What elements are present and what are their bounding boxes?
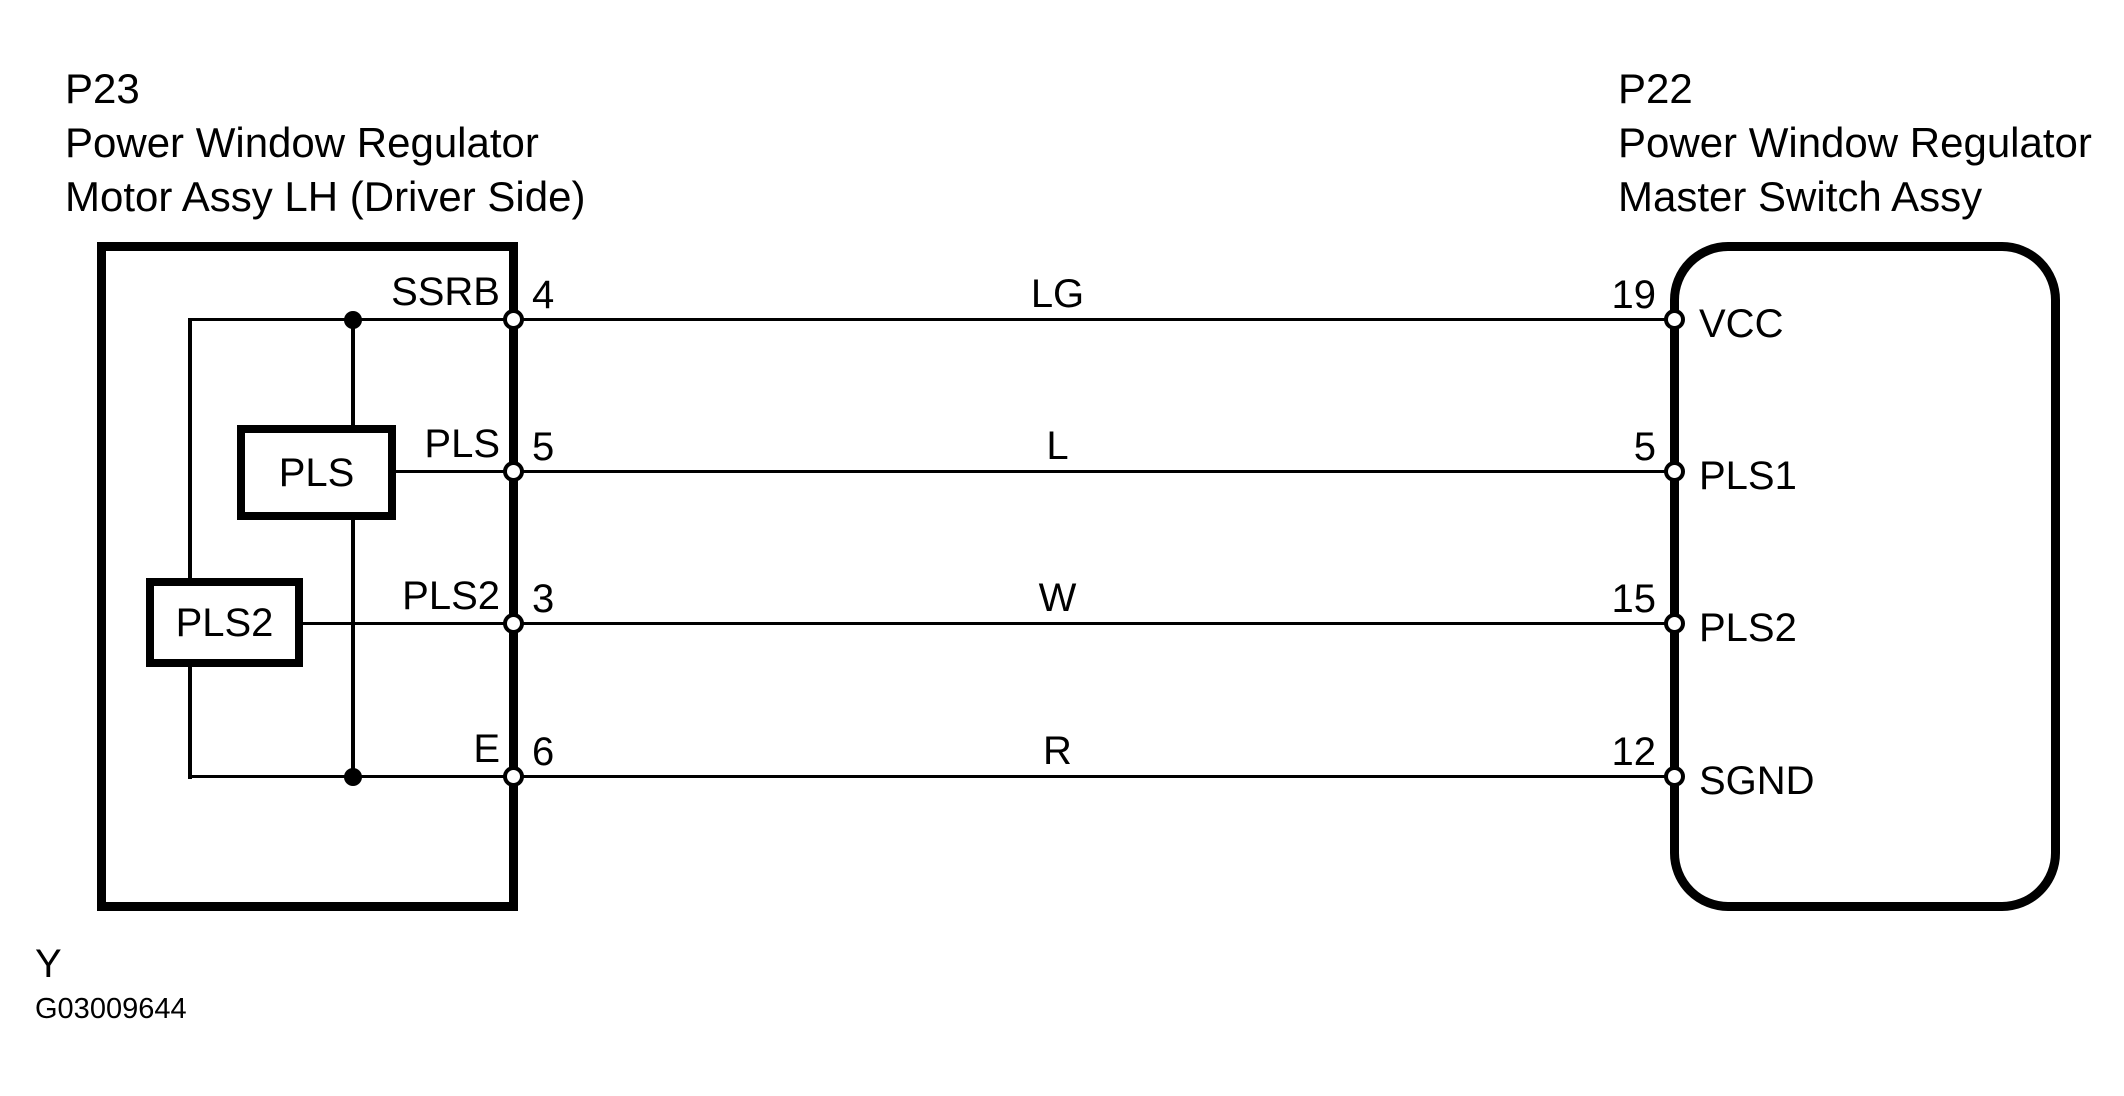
p23-connector-outline: [97, 242, 518, 911]
pin-circle-p23-5: [503, 461, 524, 482]
p22-connector-outline: [1670, 242, 2060, 911]
wire-color-l: L: [1046, 424, 1069, 468]
wire-color-r: R: [1043, 729, 1072, 773]
pin-circle-p22-19: [1664, 309, 1685, 330]
terminal-label-sgnd: SGND: [1699, 759, 1815, 803]
pls2-block: PLS2: [146, 578, 303, 667]
p23-connector-id: P23: [65, 65, 140, 112]
pin-number-p22-15: 15: [1611, 577, 1657, 621]
wire-ssrb-to-vcc: [188, 318, 1675, 321]
terminal-label-pls2-right: PLS2: [1699, 606, 1797, 650]
terminal-label-e: E: [473, 727, 500, 771]
pin-number-p22-12: 12: [1611, 730, 1657, 774]
wire-pls-to-pls1: [390, 470, 1675, 473]
terminal-label-ssrb: SSRB: [391, 270, 500, 314]
terminal-label-pls1: PLS1: [1699, 454, 1797, 498]
p22-name-line2: Master Switch Assy: [1618, 173, 1983, 220]
pin-number-p23-3: 3: [532, 577, 555, 621]
wire-color-w: W: [1038, 576, 1077, 620]
terminal-label-vcc: VCC: [1699, 302, 1784, 346]
pin-circle-p22-5: [1664, 461, 1685, 482]
p22-connector-id: P22: [1618, 65, 1693, 112]
wire-e-to-sgnd: [188, 775, 1675, 778]
pin-circle-p23-4: [503, 309, 524, 330]
pls-block: PLS: [237, 425, 396, 520]
footer-wire-color-note: Y: [35, 942, 62, 986]
pin-number-p22-19: 19: [1611, 273, 1657, 317]
junction-dot-e: [344, 768, 362, 786]
junction-dot-ssrb: [344, 311, 362, 329]
pin-circle-p23-6: [503, 766, 524, 787]
pin-number-p23-4: 4: [532, 273, 555, 317]
pin-circle-p22-12: [1664, 766, 1685, 787]
pin-number-p23-5: 5: [532, 425, 555, 469]
internal-wire-left: [188, 318, 192, 779]
wire-pls2-to-pls2: [297, 622, 1675, 625]
pin-number-p22-5: 5: [1633, 425, 1656, 469]
internal-wire-right: [351, 318, 355, 779]
pin-circle-p22-15: [1664, 613, 1685, 634]
wire-color-lg: LG: [1030, 272, 1085, 316]
p23-title-block: P23 Power Window Regulator Motor Assy LH…: [65, 62, 585, 224]
p23-name-line1: Power Window Regulator: [65, 119, 539, 166]
pls2-block-label: PLS2: [175, 600, 274, 645]
pls-block-label: PLS: [278, 450, 355, 495]
terminal-label-pls2: PLS2: [402, 574, 500, 618]
p22-name-line1: Power Window Regulator: [1618, 119, 2092, 166]
footer-figure-id: G03009644: [35, 993, 187, 1025]
pin-number-p23-6: 6: [532, 730, 555, 774]
p23-name-line2: Motor Assy LH (Driver Side): [65, 173, 586, 220]
terminal-label-pls: PLS: [424, 422, 500, 466]
p22-title-block: P22 Power Window Regulator Master Switch…: [1618, 62, 2092, 224]
pin-circle-p23-3: [503, 613, 524, 634]
